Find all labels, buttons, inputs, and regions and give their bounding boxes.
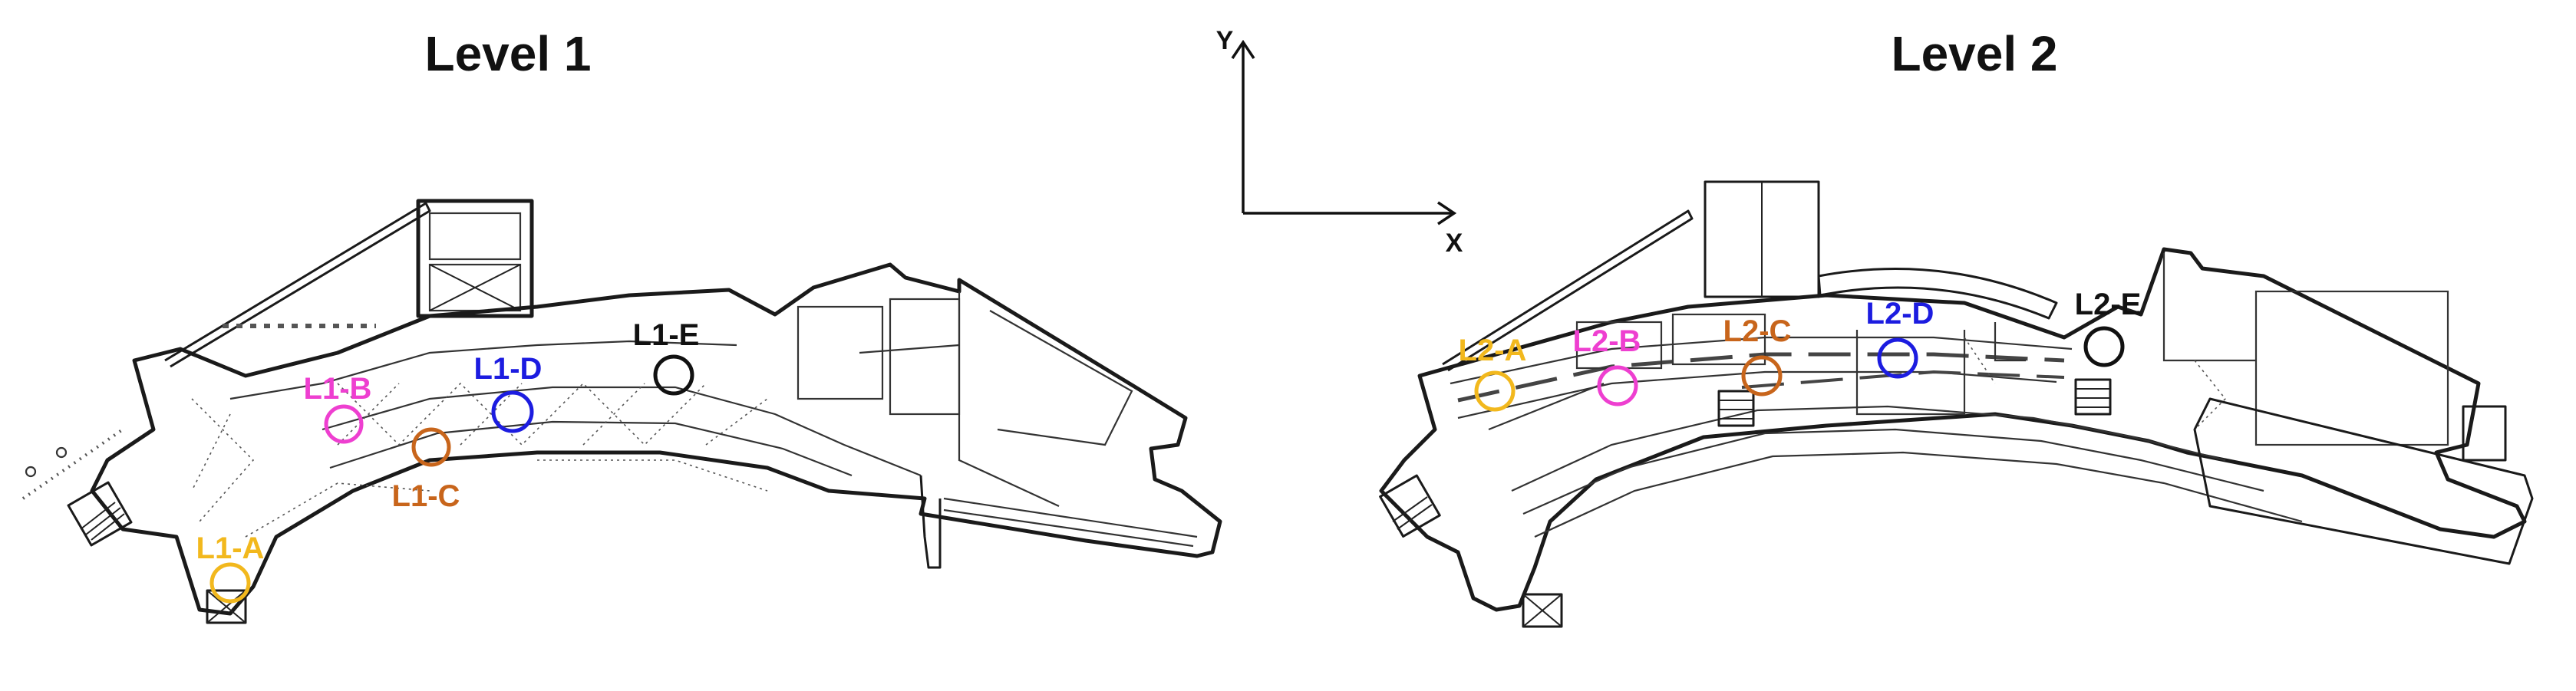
marker-l2-b-label: L2-B	[1573, 324, 1641, 358]
marker-l2-b-ring	[1597, 365, 1638, 406]
level-2-floor-plan	[1379, 180, 2534, 628]
marker-l1-d: L1-D	[474, 352, 543, 433]
marker-l1-c: L1-C	[392, 427, 460, 513]
marker-l2-a: L2-A	[1459, 334, 1527, 412]
axis-indicator: Y X	[1216, 26, 1463, 258]
marker-l2-e-ring	[2083, 326, 2125, 367]
marker-l1-d-ring	[491, 390, 534, 433]
marker-l2-c: L2-C	[1723, 314, 1792, 397]
hatched-roof-right	[2193, 397, 2534, 565]
marker-l1-d-label: L1-D	[474, 352, 543, 386]
marker-l2-a-ring	[1474, 370, 1516, 412]
level-2-title: Level 2	[1891, 26, 2057, 81]
marker-l1-e: L1-E	[633, 318, 700, 396]
hatched-roof-top	[1704, 180, 1820, 298]
marker-l1-c-label: L1-C	[392, 479, 460, 513]
marker-l1-b-label: L1-B	[304, 372, 372, 406]
y-axis-label: Y	[1216, 26, 1234, 55]
marker-l1-c-ring	[411, 427, 451, 467]
marker-l2-d: L2-D	[1866, 297, 1934, 379]
marker-l1-b-ring	[324, 404, 364, 444]
marker-l1-a-ring	[209, 562, 251, 604]
marker-l2-b: L2-B	[1573, 324, 1641, 406]
marker-l1-a: L1-A	[196, 531, 265, 604]
level-1-title: Level 1	[424, 26, 591, 81]
x-axis-label: X	[1446, 229, 1463, 258]
marker-l2-e-label: L2-E	[2075, 288, 2142, 321]
marker-l1-b: L1-B	[304, 372, 372, 444]
marker-l1-a-label: L1-A	[196, 531, 265, 565]
marker-l1-e-label: L1-E	[633, 318, 700, 352]
marker-l2-c-label: L2-C	[1723, 314, 1792, 348]
marker-l2-d-ring	[1877, 337, 1918, 379]
level-1-floor-plan	[21, 199, 1222, 624]
marker-l2-e: L2-E	[2075, 288, 2142, 367]
marker-l2-c-ring	[1741, 355, 1783, 397]
marker-l2-d-label: L2-D	[1866, 297, 1934, 331]
marker-l1-e-ring	[653, 354, 694, 396]
marker-l2-a-label: L2-A	[1459, 334, 1527, 367]
